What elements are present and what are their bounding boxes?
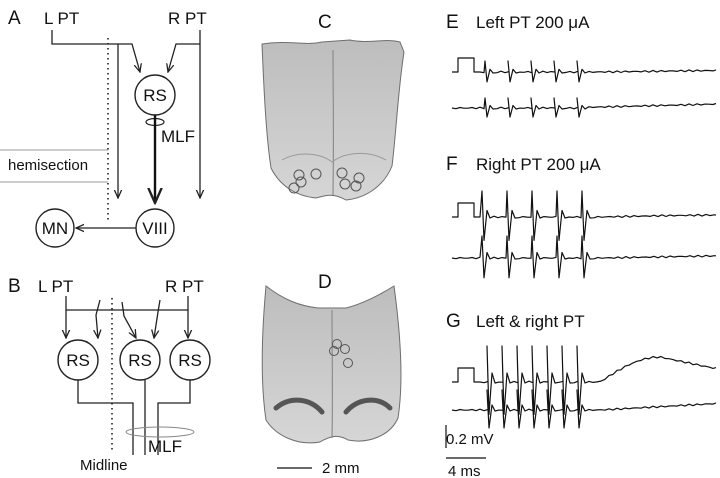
panel-d: D 2 mm: [261, 272, 402, 477]
cell-marker: [293, 169, 305, 181]
hemisection-label: hemisection: [8, 157, 88, 174]
panel-g-title: Left & right PT: [476, 312, 585, 331]
left-pt-crossing-fiber: [121, 301, 136, 338]
left-pt-to-rs-axon: [118, 43, 140, 72]
mn-label: MN: [42, 219, 68, 238]
section-d-dark-tract-right: [343, 397, 393, 415]
cell-markers-d: [329, 339, 353, 368]
rs-mid-label: RS: [128, 351, 152, 370]
right-pt-to-rs-axon: [168, 43, 200, 72]
rs-neuron-label: RS: [143, 86, 167, 105]
rs-right-crossing-axon: [157, 380, 191, 455]
rs-left-label: RS: [66, 351, 90, 370]
left-pt-ipsilateral-axon: [51, 30, 118, 198]
cell-marker: [353, 172, 365, 184]
rs-right-label: RS: [178, 351, 202, 370]
panel-e-title: Left PT 200 μA: [476, 13, 590, 32]
panel-b: B L PT R PT Midline RS RS RS MLF: [8, 276, 211, 474]
cell-markers-c: [288, 167, 365, 194]
panel-c-letter: C: [318, 12, 332, 33]
panel-a-left-pt-label: L PT: [44, 9, 79, 28]
recording-e-trace-top: [452, 57, 717, 83]
panel-f-title: Right PT 200 μA: [476, 155, 601, 174]
panel-a: A L PT R PT hemisection RS MLF VIII MN: [0, 8, 207, 248]
panel-a-letter: A: [8, 8, 21, 29]
panel-g: G Left & right PT: [446, 311, 717, 429]
panel-b-left-pt-label: L PT: [38, 277, 73, 296]
right-pt-to-mid-rs: [154, 299, 161, 338]
mn-node: [35, 208, 75, 248]
time-scalebar-label: 4 ms: [448, 463, 481, 478]
panel-e-letter: E: [446, 12, 459, 33]
panel-f: F Right PT 200 μA: [446, 154, 717, 279]
panel-g-letter: G: [446, 311, 461, 332]
cell-marker: [295, 176, 307, 188]
voltage-scalebar-label: 0.2 mV: [446, 431, 494, 448]
panel-d-letter: D: [318, 272, 332, 293]
recording-scalebars: 0.2 mV 4 ms: [445, 425, 494, 478]
section-d-dark-tract-left: [273, 397, 325, 415]
pt-crossing-bar: [65, 296, 189, 311]
brainstem-section-d: [261, 285, 402, 444]
panel-e: E Left PT 200 μA: [446, 12, 717, 118]
cell-marker: [339, 178, 351, 190]
cell-marker: [332, 339, 342, 349]
recording-f-trace-top: [452, 190, 717, 241]
rs-left-crossing-axon: [77, 380, 134, 455]
recording-g-trace-top: [452, 345, 717, 415]
panel-b-right-pt-label: R PT: [165, 277, 204, 296]
panel-a-mlf-label: MLF: [161, 127, 195, 146]
cell-marker: [340, 344, 350, 354]
panel-f-letter: F: [446, 154, 458, 175]
hemisection-label-bg: [2, 152, 106, 177]
cell-marker: [329, 346, 339, 356]
histology-scalebar-label: 2 mm: [322, 460, 360, 477]
panel-c: C: [261, 12, 405, 201]
recording-e-trace-bottom: [451, 97, 717, 118]
midline-label: Midline: [80, 457, 128, 474]
left-pt-to-mid-rs: [96, 299, 100, 338]
panel-b-letter: B: [8, 276, 21, 297]
viii-label: VIII: [142, 219, 168, 238]
cell-marker: [350, 180, 362, 192]
recording-f-trace-bottom: [451, 235, 717, 279]
section-c-ventral-boundary: [281, 153, 387, 163]
cell-marker: [310, 168, 322, 180]
recording-g-trace-bottom: [451, 389, 717, 429]
rs-mid-node: [119, 339, 161, 381]
panel-b-mlf-label: MLF: [148, 437, 182, 456]
mlf-bundle-marker: [125, 426, 195, 438]
cell-marker: [343, 358, 353, 368]
cell-marker: [336, 167, 348, 179]
cell-marker: [288, 182, 300, 194]
panel-a-right-pt-label: R PT: [168, 9, 207, 28]
